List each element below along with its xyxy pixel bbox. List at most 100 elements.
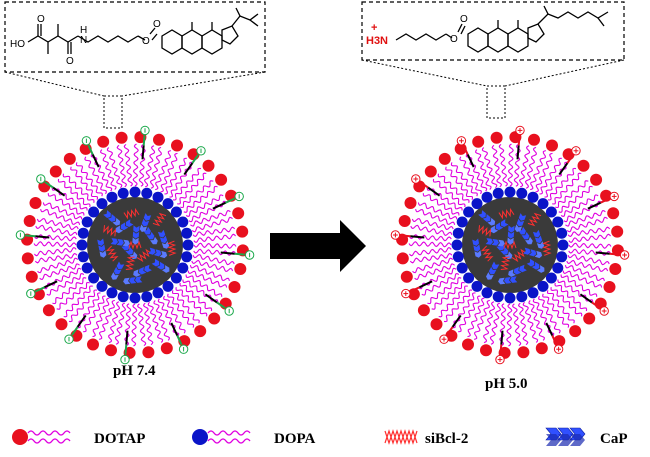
- lipid-tail: [183, 185, 218, 213]
- lipid-tail: [473, 299, 490, 340]
- left-inset-h-label: H: [80, 25, 87, 36]
- core-sirna: [542, 240, 552, 256]
- dopa-head: [81, 262, 93, 274]
- chain-anchor: [500, 330, 504, 345]
- left-inset-o4-label: O: [153, 19, 161, 30]
- lipid-tail: [499, 303, 507, 347]
- chain-linker: [591, 301, 601, 309]
- lipid-tail: [507, 143, 514, 187]
- dopa-head: [152, 191, 164, 203]
- dotap-head: [583, 312, 596, 325]
- dotap-head: [21, 252, 34, 265]
- lipid-tail: [418, 267, 457, 290]
- legend-label-sibcl2: siBcl-2: [425, 431, 468, 447]
- dotap-head: [25, 270, 38, 283]
- lipid-tail: [562, 270, 603, 288]
- dotap-head: [611, 225, 624, 238]
- left-zoom-line-b: [121, 71, 266, 97]
- chain-linker: [409, 286, 420, 293]
- dopa-head: [527, 191, 539, 203]
- chain-anchor: [516, 145, 520, 160]
- dotap-head: [480, 344, 492, 357]
- chain-linker: [87, 144, 94, 155]
- lipid-tail: [568, 248, 612, 256]
- chain-anchor: [91, 153, 100, 168]
- core-cap-crystal: [115, 219, 134, 234]
- lipid-tail: [443, 289, 473, 323]
- dotap-head: [63, 152, 76, 165]
- dopa-head: [552, 262, 564, 274]
- right-inset-amine-label: H3N: [366, 35, 388, 47]
- lipid-tail: [192, 253, 235, 266]
- dotap-head: [215, 173, 228, 186]
- core-cap-crystal: [526, 258, 545, 273]
- dopa-head: [182, 239, 194, 251]
- lipid-tail: [498, 143, 509, 187]
- dopa-head: [81, 216, 93, 228]
- dotap-head: [462, 338, 474, 351]
- dopa-head: [106, 191, 118, 203]
- lipid-tail: [560, 194, 599, 217]
- lipid-tail: [84, 156, 107, 195]
- dotap-head: [590, 173, 603, 186]
- dopa-head: [170, 206, 182, 218]
- core-sirna: [126, 240, 142, 250]
- right-zoom-line-a: [361, 59, 488, 87]
- right-inset-o1-label: O: [450, 34, 458, 45]
- dotap-head: [236, 225, 249, 238]
- lipid-tail: [546, 290, 575, 324]
- particle-ph50: [390, 125, 630, 365]
- dotap-layer: [396, 131, 624, 359]
- dopa-head: [481, 287, 493, 299]
- lipid-tail: [408, 241, 452, 248]
- dotap-head: [577, 159, 590, 172]
- core-sirna: [501, 240, 517, 250]
- label-ph50: pH 5.0: [485, 376, 528, 392]
- dotap-head: [208, 312, 221, 325]
- dotap-head: [490, 131, 503, 144]
- dopa-head: [537, 280, 549, 292]
- lipid-tail: [169, 161, 193, 198]
- lipid-tail: [185, 194, 224, 217]
- dopa-head: [452, 227, 464, 239]
- dopa-layer: [451, 186, 569, 304]
- dotap-head: [55, 318, 68, 331]
- lipid-tail: [138, 143, 146, 187]
- dotap-head: [535, 342, 548, 355]
- right-inset-plus-label: +: [371, 22, 377, 34]
- dopa-head: [456, 262, 468, 274]
- dotap-head: [153, 133, 165, 146]
- core-sirna: [478, 225, 492, 237]
- core-sirna: [500, 256, 511, 270]
- lipid-tail: [552, 172, 582, 205]
- core-cap-crystal: [485, 238, 505, 247]
- chain-anchor: [204, 293, 218, 304]
- lipid-tail: [409, 252, 453, 264]
- lipid-tail: [438, 285, 468, 318]
- legend: DOTAP DOPA siBcl-2 CaP: [12, 427, 628, 447]
- lipid-tail: [143, 145, 156, 188]
- lipid-tail: [192, 226, 236, 238]
- lipid-tail: [157, 298, 180, 337]
- dotap-head: [202, 159, 215, 172]
- lipid-tail: [489, 302, 502, 345]
- lipid-tail: [524, 146, 538, 189]
- lipid-tail: [544, 161, 568, 198]
- lipid-tail: [566, 216, 608, 233]
- chain-linker: [609, 252, 620, 256]
- core-cap-crystal: [532, 229, 545, 249]
- lipid-tail: [34, 252, 78, 264]
- dopa-head: [516, 187, 528, 199]
- lipid-tail: [171, 290, 200, 324]
- dopa-head: [556, 227, 568, 239]
- lipid-tail: [37, 257, 79, 274]
- dotap-head: [517, 346, 530, 359]
- core-cap-crystal: [148, 247, 168, 259]
- lipid-tail: [557, 279, 594, 303]
- lipid-tail: [62, 173, 95, 203]
- left-inset-o3-label: O: [142, 36, 150, 47]
- lipid-tail: [190, 210, 231, 227]
- label-ph74: pH 7.4: [113, 363, 156, 379]
- lipid-tail: [124, 303, 132, 347]
